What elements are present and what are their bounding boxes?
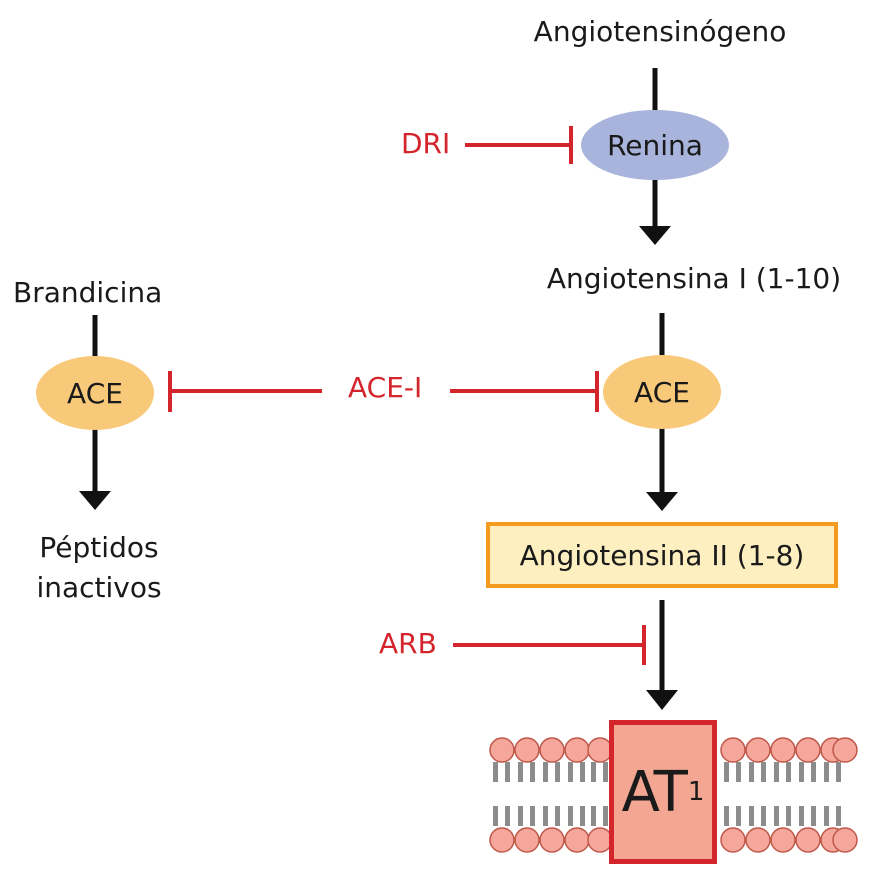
- lipid-tail: [505, 762, 510, 782]
- lipid-head: [564, 737, 590, 763]
- lipid-head: [514, 827, 540, 853]
- lipid-tail: [786, 806, 791, 826]
- ace-left-node: ACE: [36, 356, 154, 430]
- bradykinin-label: Brandicina: [13, 276, 163, 309]
- lipid-head: [720, 827, 746, 853]
- renin-node: Renina: [581, 110, 729, 180]
- arrowhead-renin: [639, 226, 671, 245]
- lipid-head: [770, 827, 796, 853]
- lipid-tail: [568, 806, 573, 826]
- lipid-tail: [724, 806, 729, 826]
- renin-label: Renina: [607, 128, 703, 162]
- angiotensinogen-label: Angiotensinógeno: [533, 15, 787, 48]
- ace-left-label: ACE: [67, 376, 123, 410]
- angiotensin2-box: Angiotensina II (1-8): [486, 522, 838, 588]
- lipid-tail: [799, 762, 804, 782]
- ace-right-node: ACE: [603, 355, 721, 429]
- inactive-peptides-label: Péptidos inactivos: [36, 528, 161, 608]
- lipid-head: [489, 737, 515, 763]
- dri-label: DRI: [401, 127, 451, 160]
- lipid-tail: [749, 806, 754, 826]
- lipid-tail: [580, 806, 585, 826]
- lipid-tail: [836, 762, 841, 782]
- lipid-tail: [786, 762, 791, 782]
- lipid-tail: [824, 806, 829, 826]
- lipid-head: [564, 827, 590, 853]
- peptides-line-1: Péptidos: [39, 531, 159, 564]
- arrowhead-angiotensin2: [646, 690, 678, 710]
- lipid-tail: [761, 762, 766, 782]
- lipid-tail: [774, 806, 779, 826]
- angiotensin2-label: Angiotensina II (1-8): [519, 538, 805, 572]
- lipid-tail: [836, 806, 841, 826]
- ace-right-label: ACE: [634, 375, 690, 409]
- lipid-tail: [530, 762, 535, 782]
- lipid-tail: [799, 806, 804, 826]
- lipid-tail: [505, 806, 510, 826]
- at1-subscript: 1: [687, 777, 705, 807]
- lipid-head: [745, 827, 771, 853]
- lipid-head: [832, 737, 858, 763]
- lipid-tail: [774, 762, 779, 782]
- lipid-tail: [761, 806, 766, 826]
- lipid-head: [489, 827, 515, 853]
- lipid-tail: [603, 806, 608, 826]
- at1-label: AT: [621, 759, 688, 825]
- lipid-tail: [493, 806, 498, 826]
- lipid-tail: [530, 806, 535, 826]
- lipid-tail: [568, 762, 573, 782]
- lipid-tail: [518, 806, 523, 826]
- lipid-head: [720, 737, 746, 763]
- lipid-tail: [736, 806, 741, 826]
- lipid-head: [745, 737, 771, 763]
- lipid-tail: [811, 806, 816, 826]
- lipid-tail: [580, 762, 585, 782]
- lipid-tail: [555, 806, 560, 826]
- lipid-head: [832, 827, 858, 853]
- lipid-tail: [543, 762, 548, 782]
- lipid-tail: [591, 806, 596, 826]
- lipid-tail: [591, 762, 596, 782]
- lipid-head: [795, 827, 821, 853]
- lipid-tail: [749, 762, 754, 782]
- lipid-tail: [824, 762, 829, 782]
- lipid-head: [514, 737, 540, 763]
- lipid-head: [539, 827, 565, 853]
- arrowhead-ace: [646, 492, 678, 511]
- angiotensin1-label: Angiotensina I (1-10): [546, 262, 842, 295]
- lipid-tail: [811, 762, 816, 782]
- ace-i-label: ACE-I: [348, 371, 423, 404]
- lipid-tail: [724, 762, 729, 782]
- arb-label: ARB: [379, 627, 437, 660]
- lipid-tail: [603, 762, 608, 782]
- lipid-tail: [518, 762, 523, 782]
- lipid-tail: [543, 806, 548, 826]
- lipid-tail: [555, 762, 560, 782]
- lipid-head: [770, 737, 796, 763]
- arrowhead-left-ace: [79, 491, 111, 510]
- lipid-head: [539, 737, 565, 763]
- lipid-head: [795, 737, 821, 763]
- lipid-tail: [493, 762, 498, 782]
- peptides-line-2: inactivos: [36, 571, 162, 604]
- cell-membrane: [489, 737, 858, 853]
- lipid-tail: [736, 762, 741, 782]
